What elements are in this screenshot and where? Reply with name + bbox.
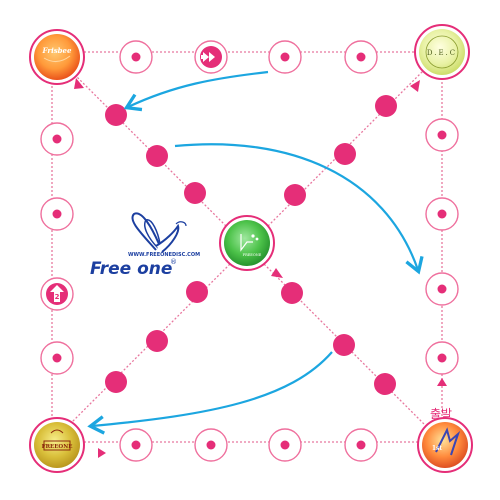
corner-disc-bottom-left[interactable]: FREEONE [29, 417, 85, 473]
track-space[interactable] [40, 122, 74, 156]
diagonal-space[interactable] [146, 145, 168, 167]
shortcut-arrow-bottom [87, 351, 333, 435]
track-space[interactable] [40, 197, 74, 231]
track-space[interactable] [425, 272, 459, 306]
track-space[interactable] [344, 40, 378, 74]
direction-triangle-bottom [98, 448, 106, 458]
track-space[interactable] [268, 428, 302, 462]
butterfly-icon [131, 212, 187, 253]
diagonal-space[interactable] [146, 330, 168, 352]
jump-up-space[interactable]: 2 [40, 277, 74, 311]
track-space[interactable] [40, 341, 74, 375]
board-lines [51, 51, 443, 443]
corner-disc-top-right[interactable]: D.E.C [414, 24, 470, 80]
brand-url: WWW.FREEONEDISC.COM [128, 252, 200, 258]
track-space[interactable] [194, 428, 228, 462]
disc-caption: 1st [432, 445, 443, 452]
direction-triangle-top-right [410, 80, 420, 92]
track-space[interactable] [425, 341, 459, 375]
track-space[interactable] [344, 428, 378, 462]
diagonal-space[interactable] [334, 143, 356, 165]
track-space[interactable] [119, 428, 153, 462]
direction-triangle-top-left [74, 78, 84, 89]
jump-label: 2 [55, 293, 60, 301]
brand-name: Free one [90, 259, 172, 279]
track-space[interactable] [425, 118, 459, 152]
track-space[interactable] [425, 197, 459, 231]
direction-triangle-center [271, 268, 283, 278]
corner-disc-top-left[interactable]: Frisbee [29, 29, 85, 85]
diagonal-space[interactable] [105, 104, 127, 126]
up-arrow-icon [50, 285, 64, 302]
shortcut-arrows [87, 70, 424, 435]
disc-caption: FREEONE [243, 253, 262, 257]
shortcut-arrow-top [123, 70, 269, 112]
double-arrow-space[interactable] [194, 40, 228, 74]
diagonal-space[interactable] [105, 371, 127, 393]
direction-markers [74, 78, 447, 458]
disc-caption: Frisbee [42, 46, 72, 55]
double-right-arrow-icon [201, 52, 215, 62]
diagonal-space[interactable] [333, 334, 355, 356]
diagonal-space[interactable] [186, 281, 208, 303]
diagonal-space[interactable] [374, 373, 396, 395]
disc-caption: D.E.C [427, 49, 457, 57]
diagonal-space[interactable] [375, 95, 397, 117]
registered-mark: ® [170, 258, 177, 266]
start-label: 출발 [430, 407, 452, 421]
track-space[interactable] [119, 40, 153, 74]
direction-triangle-right [437, 378, 447, 386]
center-disc[interactable]: FREEONE [219, 215, 275, 271]
shortcut-arrow-right [174, 143, 424, 275]
corner-disc-bottom-right[interactable]: 1st [417, 417, 473, 473]
diagonal-space[interactable] [184, 182, 206, 204]
track-space[interactable] [268, 40, 302, 74]
diagonal-space[interactable] [284, 184, 306, 206]
disc-caption: FREEONE [42, 444, 73, 450]
free-one-logo: WWW.FREEONEDISC.COM Free one ® [90, 212, 200, 279]
diagonal-space[interactable] [281, 282, 303, 304]
